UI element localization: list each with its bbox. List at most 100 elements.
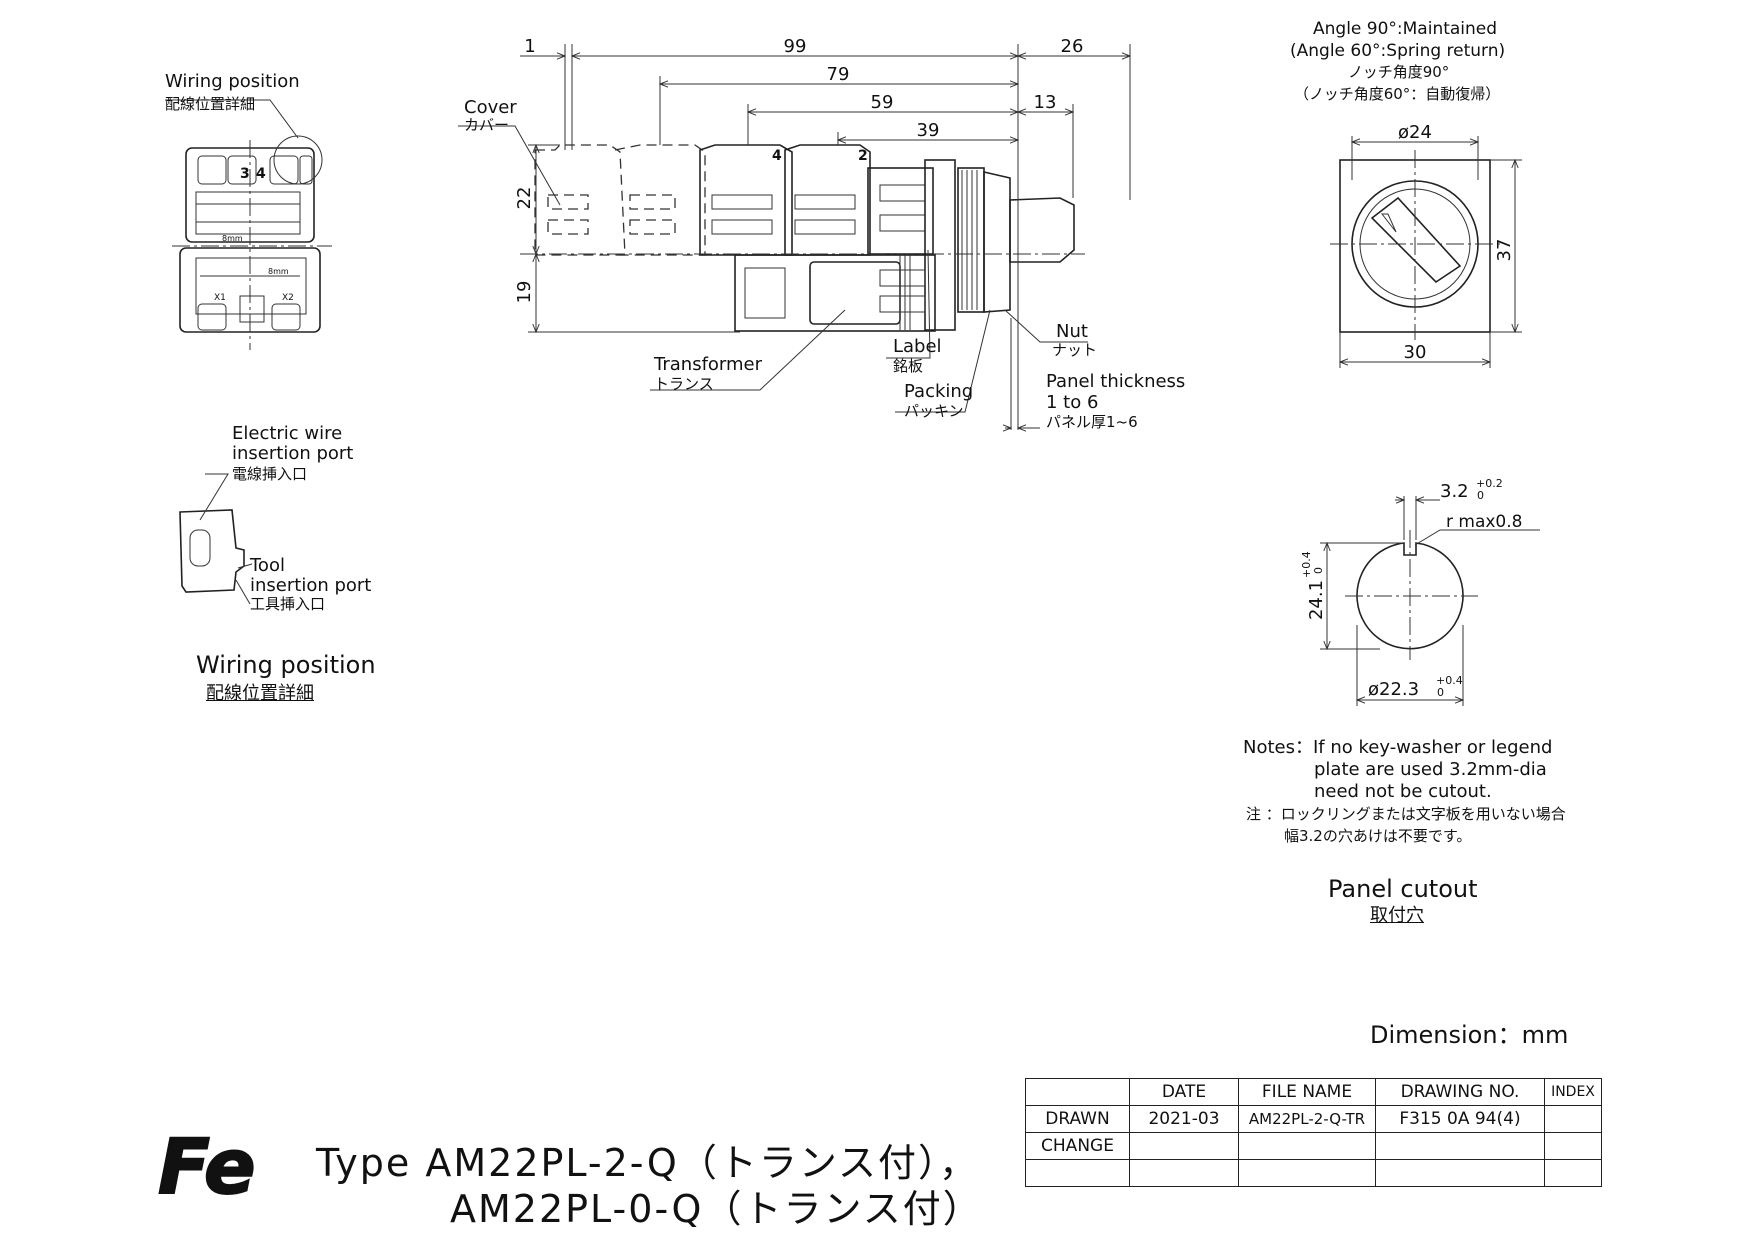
panel-cutout-drawing: [1320, 496, 1540, 706]
angle-note-line3: ノッチ角度90°: [1348, 63, 1450, 81]
dim-99: 99: [784, 36, 807, 57]
nut-label-jp: ナット: [1052, 341, 1098, 359]
dim-26: 26: [1061, 36, 1084, 57]
header-date: DATE: [1129, 1078, 1239, 1106]
terminal-4b: 4: [256, 166, 266, 182]
packing-label: Packing: [904, 381, 974, 402]
mark-8mm-1: 8mm: [222, 234, 243, 243]
panel-thickness-label: Panel thickness: [1046, 371, 1186, 392]
notes-line4: 注 ：ロックリングまたは文字板を用いない場合: [1246, 805, 1566, 823]
change-drawing-no: [1375, 1132, 1545, 1160]
dim-1: 1: [524, 36, 535, 57]
dim-13: 13: [1034, 92, 1057, 113]
dim-22: 22: [514, 187, 535, 210]
change-index: [1544, 1132, 1602, 1160]
notes-line2: plate are used 3.2mm-dia: [1314, 759, 1547, 780]
type-line-2: AM22PL-0-Q（トランス付）: [450, 1187, 983, 1231]
title-block: DATE FILE NAME DRAWING NO. INDEX DRAWN 2…: [1025, 1078, 1602, 1187]
mark-8mm-2: 8mm: [268, 267, 289, 276]
terminal-4: 4: [772, 148, 782, 164]
notes-line3: need not be cutout.: [1314, 781, 1492, 802]
wiring-position-top-view: [165, 99, 332, 350]
svg-text:Fe: Fe: [158, 1122, 256, 1211]
cutout-dia: ø22.3: [1368, 679, 1419, 700]
angle-note-line1: Angle 90°:Maintained: [1313, 19, 1498, 39]
panel-cutout-title-jp: 取付穴: [1370, 905, 1424, 926]
drawn-drawing-no: F315 0A 94(4): [1375, 1105, 1545, 1133]
drawn-date: 2021-03: [1129, 1105, 1239, 1133]
wiring-position-label-jp: 配線位置詳細: [165, 95, 256, 113]
cutout-height: 24.1: [1306, 580, 1327, 620]
header-index: INDEX: [1544, 1078, 1602, 1106]
cover-label-jp: カバー: [464, 116, 510, 134]
front-view: [1330, 136, 1522, 368]
panel-thickness-range: 1 to 6: [1046, 392, 1099, 413]
dim-39: 39: [917, 120, 940, 141]
empty-cell: [1238, 1159, 1376, 1187]
dimension-unit: Dimension：mm: [1370, 1021, 1569, 1049]
row-label: DRAWN: [1025, 1105, 1130, 1133]
header-drawing-no: DRAWING NO.: [1375, 1078, 1545, 1106]
wiring-position-title: Wiring position: [196, 651, 376, 679]
nut-label: Nut: [1056, 321, 1088, 342]
terminal-2: 2: [858, 148, 868, 164]
fe-logo: Fe: [157, 1121, 257, 1212]
packing-label-jp: パッキン: [904, 402, 964, 420]
wire-port-label-2: insertion port: [232, 443, 354, 464]
title-block-row-empty: [1025, 1159, 1602, 1187]
angle-note-line2: (Angle 60°:Spring return): [1290, 41, 1506, 61]
front-dim-dia: ø24: [1398, 122, 1432, 143]
cover-label: Cover: [464, 97, 517, 118]
dim-19: 19: [514, 281, 535, 304]
cutout-radius: r max0.8: [1446, 512, 1522, 532]
title-block-header-row: DATE FILE NAME DRAWING NO. INDEX: [1025, 1078, 1602, 1106]
cutout-key-tol-plus: +0.2: [1476, 477, 1503, 490]
label-label: Label: [893, 336, 942, 357]
notes-line5: 幅3.2の穴あけは不要です。: [1284, 827, 1472, 845]
tool-port-label-2: insertion port: [250, 575, 372, 596]
notes-line1: Notes：If no key-washer or legend: [1243, 737, 1553, 758]
label-label-jp: 銘板: [893, 357, 924, 375]
terminal-34: 3: [240, 166, 250, 182]
cutout-dia-tol-plus: +0.4: [1436, 674, 1463, 687]
empty-cell: [1544, 1159, 1602, 1187]
tool-port-label-jp: 工具挿入口: [250, 595, 326, 613]
panel-cutout-title: Panel cutout: [1328, 875, 1478, 903]
row-label: CHANGE: [1025, 1132, 1130, 1160]
cutout-key-width: 3.2: [1440, 481, 1469, 502]
drawn-index: [1544, 1105, 1602, 1133]
title-block-row-drawn: DRAWN 2021-03 AM22PL-2-Q-TR F315 0A 94(4…: [1025, 1105, 1602, 1133]
empty-cell: [1129, 1159, 1239, 1187]
transformer-label: Transformer: [654, 354, 763, 375]
type-line-1: Type AM22PL-2-Q（トランス付），: [316, 1141, 980, 1185]
front-dim-37: 37: [1494, 239, 1515, 262]
wire-port-detail: [179, 473, 253, 605]
wire-port-label-jp: 電線挿入口: [232, 465, 308, 483]
cutout-key-tol-zero: 0: [1477, 489, 1484, 502]
dim-59: 59: [871, 92, 894, 113]
title-block-row-change: CHANGE: [1025, 1132, 1602, 1160]
side-view: [458, 44, 1130, 430]
cutout-height-tol-plus: +0.4: [1300, 551, 1313, 578]
terminal-x1: X1: [214, 293, 226, 303]
change-date: [1129, 1132, 1239, 1160]
dim-79: 79: [827, 64, 850, 85]
wire-port-label-1: Electric wire: [232, 423, 343, 444]
cutout-height-tol-zero: 0: [1312, 567, 1325, 574]
terminal-x2: X2: [282, 293, 294, 303]
cutout-dia-tol-zero: 0: [1437, 686, 1444, 699]
wiring-position-title-jp: 配線位置詳細: [206, 683, 314, 704]
header-file-name: FILE NAME: [1238, 1078, 1376, 1106]
panel-thickness-label-jp: パネル厚1~6: [1046, 413, 1138, 431]
angle-note-line4: （ノッチ角度60°：自動復帰）: [1294, 85, 1501, 103]
tool-port-label-1: Tool: [250, 555, 285, 576]
wiring-position-label: Wiring position: [165, 71, 300, 92]
front-dim-30: 30: [1404, 342, 1427, 363]
empty-cell: [1025, 1159, 1130, 1187]
transformer-label-jp: トランス: [654, 375, 714, 393]
header-cell: [1025, 1078, 1130, 1106]
empty-cell: [1375, 1159, 1545, 1187]
change-file-name: [1238, 1132, 1376, 1160]
drawn-file-name: AM22PL-2-Q-TR: [1238, 1105, 1376, 1133]
